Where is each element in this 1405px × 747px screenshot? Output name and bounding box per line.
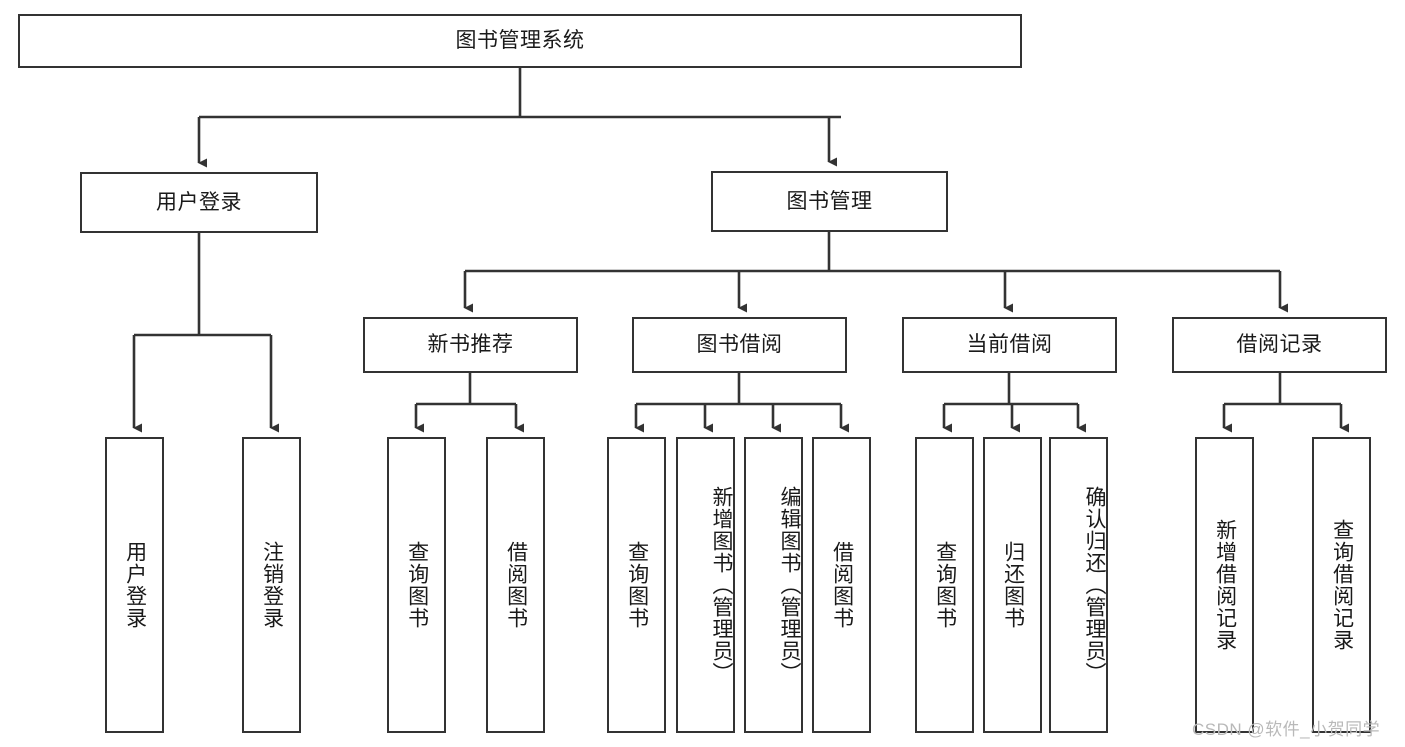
node-book-borrow-label: 图书借阅 (696, 333, 783, 357)
node-new-book-recommend[interactable]: 新书推荐 (363, 317, 578, 373)
node-leaf-return-book-label: 归还图书 (1001, 541, 1025, 629)
node-leaf-edit-book[interactable]: 编辑图书（管理员） (744, 437, 803, 733)
csdn-watermark: CSDN @软件_小贺同学 (1192, 715, 1380, 740)
node-leaf-logout-label: 注销登录 (260, 541, 284, 629)
node-leaf-query-book-2-label: 查询图书 (625, 541, 649, 629)
node-leaf-query-book-1[interactable]: 查询图书 (387, 437, 446, 733)
node-root[interactable]: 图书管理系统 (18, 14, 1022, 68)
node-leaf-query-book-3[interactable]: 查询图书 (915, 437, 974, 733)
node-leaf-add-book-label: 新增图书（管理员） (710, 486, 733, 684)
node-leaf-query-book-3-label: 查询图书 (933, 541, 957, 629)
node-borrow-record[interactable]: 借阅记录 (1172, 317, 1387, 373)
node-user-login-label: 用户登录 (156, 190, 242, 214)
node-book-borrow[interactable]: 图书借阅 (632, 317, 847, 373)
node-leaf-confirm-return[interactable]: 确认归还（管理员） (1049, 437, 1108, 733)
node-user-login[interactable]: 用户登录 (80, 172, 318, 233)
node-leaf-user-login-label: 用户登录 (123, 541, 147, 629)
node-current-borrow-label: 当前借阅 (966, 333, 1053, 357)
node-leaf-add-record-label: 新增借阅记录 (1213, 519, 1237, 651)
node-root-label: 图书管理系统 (455, 29, 585, 53)
node-leaf-edit-book-label: 编辑图书（管理员） (778, 486, 801, 684)
node-leaf-add-book[interactable]: 新增图书（管理员） (676, 437, 735, 733)
node-book-manage[interactable]: 图书管理 (711, 171, 948, 232)
node-new-book-recommend-label: 新书推荐 (427, 333, 514, 357)
node-current-borrow[interactable]: 当前借阅 (902, 317, 1117, 373)
node-leaf-borrow-book-1-label: 借阅图书 (504, 541, 528, 629)
node-leaf-borrow-book-1[interactable]: 借阅图书 (486, 437, 545, 733)
node-leaf-borrow-book-2-label: 借阅图书 (830, 541, 854, 629)
node-borrow-record-label: 借阅记录 (1236, 333, 1323, 357)
node-leaf-query-record[interactable]: 查询借阅记录 (1312, 437, 1371, 733)
node-leaf-add-record[interactable]: 新增借阅记录 (1195, 437, 1254, 733)
node-leaf-borrow-book-2[interactable]: 借阅图书 (812, 437, 871, 733)
node-leaf-logout[interactable]: 注销登录 (242, 437, 301, 733)
node-book-manage-label: 图书管理 (786, 189, 873, 213)
node-leaf-return-book[interactable]: 归还图书 (983, 437, 1042, 733)
node-leaf-user-login[interactable]: 用户登录 (105, 437, 164, 733)
node-leaf-query-book-2[interactable]: 查询图书 (607, 437, 666, 733)
node-leaf-query-record-label: 查询借阅记录 (1330, 519, 1354, 651)
node-leaf-query-book-1-label: 查询图书 (405, 541, 429, 629)
node-leaf-confirm-return-label: 确认归还（管理员） (1083, 486, 1106, 684)
csdn-watermark-text: CSDN @软件_小贺同学 (1192, 720, 1381, 739)
